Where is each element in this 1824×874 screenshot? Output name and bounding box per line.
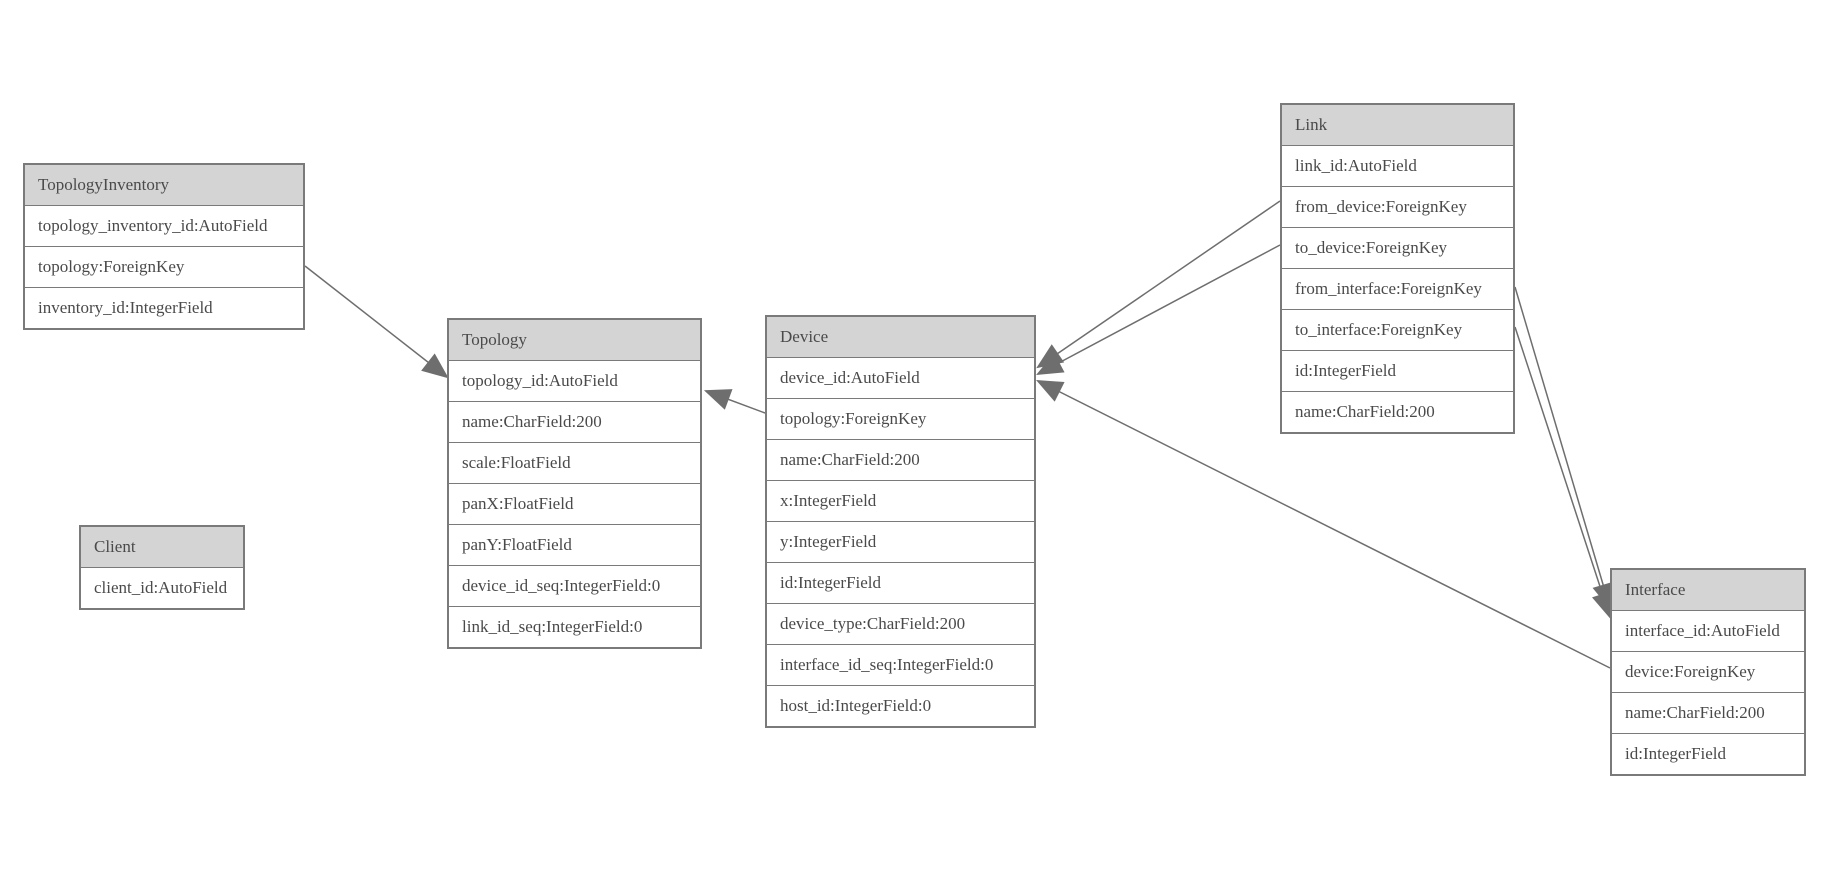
entity-title: Link — [1282, 105, 1513, 146]
entity-field-row: y:IntegerField — [767, 521, 1034, 562]
entity-field-row: to_device:ForeignKey — [1282, 227, 1513, 268]
entity-field-row: from_interface:ForeignKey — [1282, 268, 1513, 309]
entity-field-row: device_type:CharField:200 — [767, 603, 1034, 644]
entity-field-row: device_id_seq:IntegerField:0 — [449, 565, 700, 606]
entity-field-row: name:CharField:200 — [1612, 692, 1804, 733]
entity-field-row: inventory_id:IntegerField — [25, 287, 303, 328]
entity-field-row: interface_id:AutoField — [1612, 611, 1804, 651]
entity-field-row: device_id:AutoField — [767, 358, 1034, 398]
entity-title: Client — [81, 527, 243, 568]
entity-field-row: name:CharField:200 — [449, 401, 700, 442]
edge-link.from_interface-to-interface — [1514, 286, 1614, 611]
entity-topologyinventory: TopologyInventory topology_inventory_id:… — [23, 163, 305, 330]
entity-field-row: topology_id:AutoField — [449, 361, 700, 401]
entity-title: TopologyInventory — [25, 165, 303, 206]
entity-title: Device — [767, 317, 1034, 358]
entity-field-row: name:CharField:200 — [767, 439, 1034, 480]
entity-title: Topology — [449, 320, 700, 361]
edge-link.to_device-to-device — [1036, 244, 1281, 376]
entity-field-row: topology:ForeignKey — [25, 246, 303, 287]
edge-device.topology-to-topology — [703, 389, 766, 414]
edge-link.from_device-to-device — [1036, 200, 1281, 369]
entity-field-row: topology:ForeignKey — [767, 398, 1034, 439]
entity-field-row: x:IntegerField — [767, 480, 1034, 521]
entity-field-row: panX:FloatField — [449, 483, 700, 524]
entity-field-row: name:CharField:200 — [1282, 391, 1513, 432]
edge-link.to_interface-to-interface — [1514, 326, 1613, 620]
entity-field-row: scale:FloatField — [449, 442, 700, 483]
entity-field-row: host_id:IntegerField:0 — [767, 685, 1034, 726]
entity-field-row: topology_inventory_id:AutoField — [25, 206, 303, 246]
entity-field-row: to_interface:ForeignKey — [1282, 309, 1513, 350]
entity-client: Client client_id:AutoField — [79, 525, 245, 610]
edge-topologyinventory.topology-to-topology — [304, 265, 449, 379]
entity-field-row: from_device:ForeignKey — [1282, 186, 1513, 227]
entity-field-row: interface_id_seq:IntegerField:0 — [767, 644, 1034, 685]
entity-field-row: id:IntegerField — [1282, 350, 1513, 391]
entity-title: Interface — [1612, 570, 1804, 611]
entity-field-row: id:IntegerField — [1612, 733, 1804, 774]
entity-field-row: link_id_seq:IntegerField:0 — [449, 606, 700, 647]
entity-field-row: panY:FloatField — [449, 524, 700, 565]
entity-field-row: device:ForeignKey — [1612, 651, 1804, 692]
entity-field-row: client_id:AutoField — [81, 568, 243, 608]
entity-field-row: id:IntegerField — [767, 562, 1034, 603]
entity-field-row: link_id:AutoField — [1282, 146, 1513, 186]
